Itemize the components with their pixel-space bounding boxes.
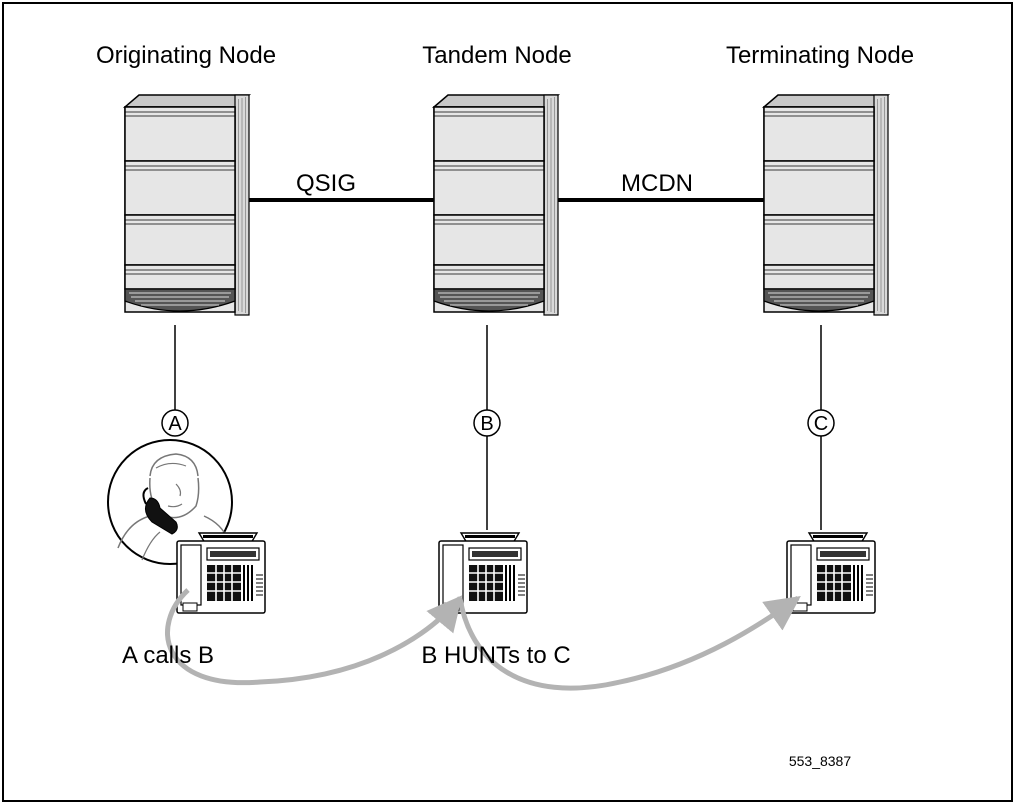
call-flow-arrow-icon: [457, 595, 801, 691]
link-label-mcdn: MCDN: [621, 170, 693, 197]
pbx-cabinet-icon: [433, 94, 559, 316]
node-label-tandem: Tandem Node: [422, 42, 571, 69]
telephone-icon: [438, 532, 528, 614]
station-marker-a: A: [161, 409, 189, 437]
pbx-cabinet-icon: [763, 94, 889, 316]
caption-b-hunts-to-c: B HUNTs to C: [421, 642, 570, 669]
station-letter-a: A: [168, 413, 182, 435]
figure-id: 553_8387: [789, 753, 852, 769]
station-letter-b: B: [480, 413, 493, 435]
station-letter-c: C: [814, 413, 828, 435]
link-label-qsig: QSIG: [296, 170, 356, 197]
call-flow-arrow-icon: [165, 588, 463, 686]
station-marker-c: C: [807, 409, 835, 437]
node-label-originating: Originating Node: [96, 42, 276, 69]
caption-a-calls-b: A calls B: [122, 642, 214, 669]
pbx-cabinet-icon: [124, 94, 250, 316]
node-label-terminating: Terminating Node: [726, 42, 914, 69]
telephone-icon: [176, 532, 266, 614]
telephone-icon: [786, 532, 876, 614]
station-marker-b: B: [473, 409, 501, 437]
